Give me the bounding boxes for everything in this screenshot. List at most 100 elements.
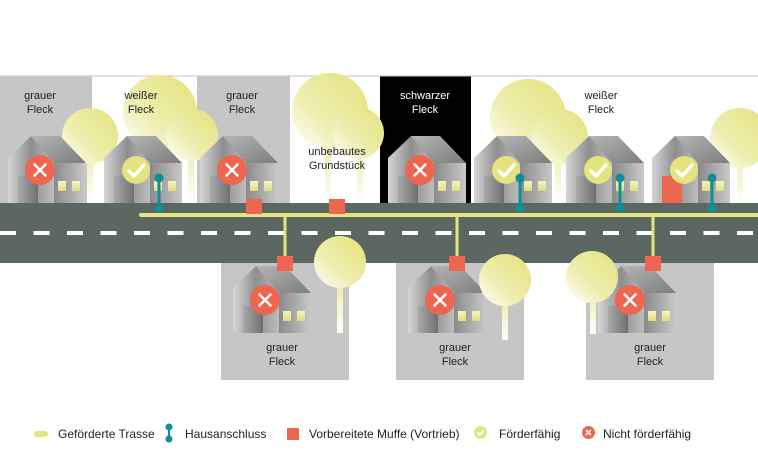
zone-label: Fleck [269, 356, 296, 368]
lane-dash [670, 231, 686, 235]
lane-dash [268, 231, 284, 235]
legend-item-muffe: Vorbereitete Muffe (Vortrieb) [287, 424, 460, 444]
lane-dash [603, 231, 619, 235]
legend-item-foerderfaehig: Förderfähig [474, 424, 560, 444]
zone-label: Fleck [442, 356, 469, 368]
tree-icon [62, 108, 118, 203]
house-icon [566, 136, 644, 203]
zone-label: Fleck [229, 104, 256, 116]
legend-item-nicht-foerderfaehig: Nicht förderfähig [582, 424, 691, 444]
hausanschluss-icon [515, 173, 525, 213]
muffe-square-icon [449, 256, 465, 271]
door [662, 176, 682, 203]
x-circle-icon [250, 285, 280, 315]
window [538, 181, 546, 191]
muffe-square-icon [329, 199, 345, 214]
muffe-square-icon [287, 428, 299, 440]
lane-dash [636, 231, 653, 235]
fiber-network [139, 173, 758, 271]
lane-dash [402, 231, 418, 235]
legend-label: Hausanschluss [185, 427, 267, 441]
lane-dash [569, 231, 586, 235]
zone-label: schwarzer [400, 90, 450, 102]
zone-label: Fleck [588, 104, 615, 116]
legend: Geförderte Trasse Hausanschluss Vorberei… [0, 423, 758, 446]
window [458, 311, 466, 321]
legend-label: Nicht förderfähig [603, 427, 692, 441]
zone-label: weißer [583, 90, 617, 102]
zone-label: grauer [226, 90, 258, 102]
lane-dash [33, 231, 50, 235]
window [716, 181, 724, 191]
lane-dash [469, 231, 485, 235]
zone-label: grauer [266, 342, 298, 354]
muffe-square-icon [246, 199, 262, 214]
x-circle-icon [25, 155, 55, 185]
check-circle-icon [474, 426, 487, 442]
x-circle-icon [217, 155, 247, 185]
tree-icon [566, 251, 618, 334]
check-circle-icon [670, 156, 698, 184]
legend-label: Förderfähig [499, 427, 561, 441]
window [662, 311, 670, 321]
check-circle-icon [584, 156, 612, 184]
lane-dash [0, 231, 16, 235]
window [630, 181, 638, 191]
legend-label: Vorbereitete Muffe (Vortrieb) [309, 427, 460, 441]
trasse-line-icon [34, 431, 48, 437]
zone-label: Fleck [128, 104, 155, 116]
lane-markings [0, 231, 753, 235]
window [452, 181, 460, 191]
muffe-square-icon [277, 256, 293, 271]
hausanschluss-icon [165, 423, 173, 446]
x-circle-icon [425, 285, 455, 315]
door [114, 176, 134, 203]
zone-label: Grundstück [309, 160, 366, 172]
lane-dash [234, 231, 251, 235]
house-icon [652, 136, 730, 203]
lane-dash [301, 231, 318, 235]
window [264, 181, 272, 191]
lane-dash [201, 231, 217, 235]
hausanschluss-icon [154, 173, 164, 213]
legend-item-trasse: Geförderte Trasse [34, 424, 155, 444]
zone-label: Fleck [412, 104, 439, 116]
legend-item-hausanschluss: Hausanschluss [165, 423, 267, 446]
window [250, 181, 258, 191]
window [524, 181, 532, 191]
x-circle-icon [582, 426, 595, 442]
house-icon [104, 136, 182, 203]
house-icon [233, 266, 311, 333]
house-icon [8, 136, 86, 203]
road [0, 203, 758, 263]
lane-dash [435, 231, 452, 235]
zone-label: Fleck [27, 104, 54, 116]
tree-icon [710, 108, 758, 203]
tree-icon [314, 236, 366, 333]
check-circle-icon [492, 156, 520, 184]
lane-dash [703, 231, 720, 235]
lane-dash [502, 231, 519, 235]
lane-dash [536, 231, 552, 235]
lane-dash [67, 231, 83, 235]
window [438, 181, 446, 191]
hausanschluss-icon [707, 173, 717, 213]
zone-label: Fleck [637, 356, 664, 368]
door [576, 176, 596, 203]
lane-dash [134, 231, 150, 235]
lane-dash [100, 231, 117, 235]
zone-label: weißer [123, 90, 157, 102]
house-icon [200, 136, 278, 203]
zone-label: unbebautes [308, 146, 366, 158]
window [72, 181, 80, 191]
lane-dash [368, 231, 385, 235]
window [472, 311, 480, 321]
tree-icon [123, 75, 218, 203]
x-circle-icon [615, 285, 645, 315]
window [58, 181, 66, 191]
hausanschluss-icon [615, 173, 625, 213]
window [702, 181, 710, 191]
window [283, 311, 291, 321]
zone-label: grauer [24, 90, 56, 102]
zone-label: grauer [439, 342, 471, 354]
